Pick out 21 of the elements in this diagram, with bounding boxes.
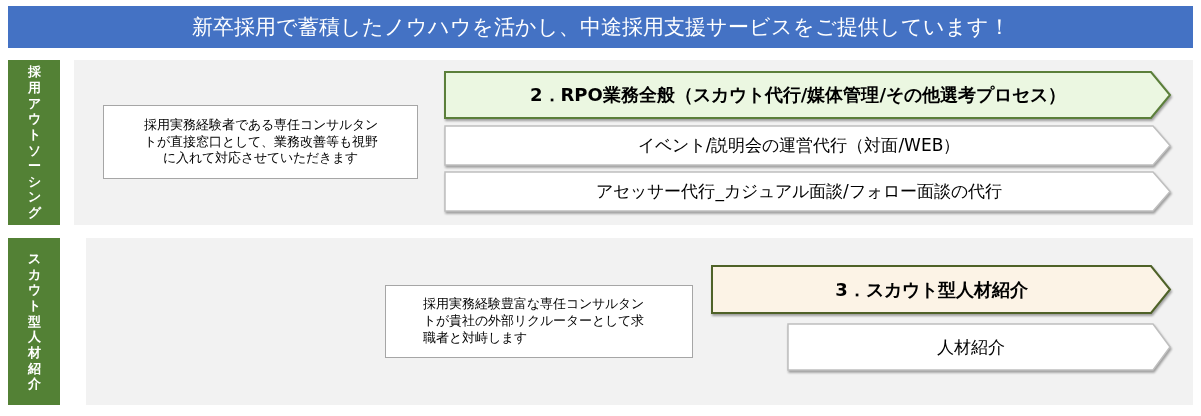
section-label: スカウト型人材紹介	[27, 251, 41, 392]
service-box	[712, 266, 1170, 313]
note-text: 採用実務経験者である専任コンサルタントが直接窓口として、業務改善等も視野に入れて対応させていただきます	[142, 116, 379, 168]
service-label: 3．スカウト型人材紹介	[834, 277, 1029, 302]
section-tab	[8, 238, 60, 405]
service-box	[445, 126, 1170, 165]
service-box	[445, 172, 1170, 211]
section-tab	[8, 60, 60, 225]
service-box	[445, 72, 1170, 118]
service-label: 人材紹介	[935, 335, 1006, 359]
service-box	[788, 324, 1170, 370]
service-label: 2．RPO業務全般（スカウト代行/媒体管理/その他選考プロセス）	[529, 83, 1067, 107]
service-label: アセッサー代行_カジュアル面談/フォロー面談の代行	[595, 180, 1003, 204]
section-panel	[86, 238, 1193, 405]
title-banner: 新卒採用で蓄積したノウハウを活かし、中途採用支援サービスをご提供しています！	[8, 6, 1193, 48]
section-label: 採用アウトソーシング	[27, 64, 41, 221]
service-label: イベント/説明会の運営代行（対面/WEB）	[636, 134, 962, 157]
note-box	[103, 105, 418, 179]
section-panel	[74, 60, 1193, 225]
note-box	[385, 285, 693, 358]
note-text: 採用実務経験豊富な専任コンサルタントが貴社の外部リクルーターとして求職者と対峙します	[422, 296, 645, 347]
